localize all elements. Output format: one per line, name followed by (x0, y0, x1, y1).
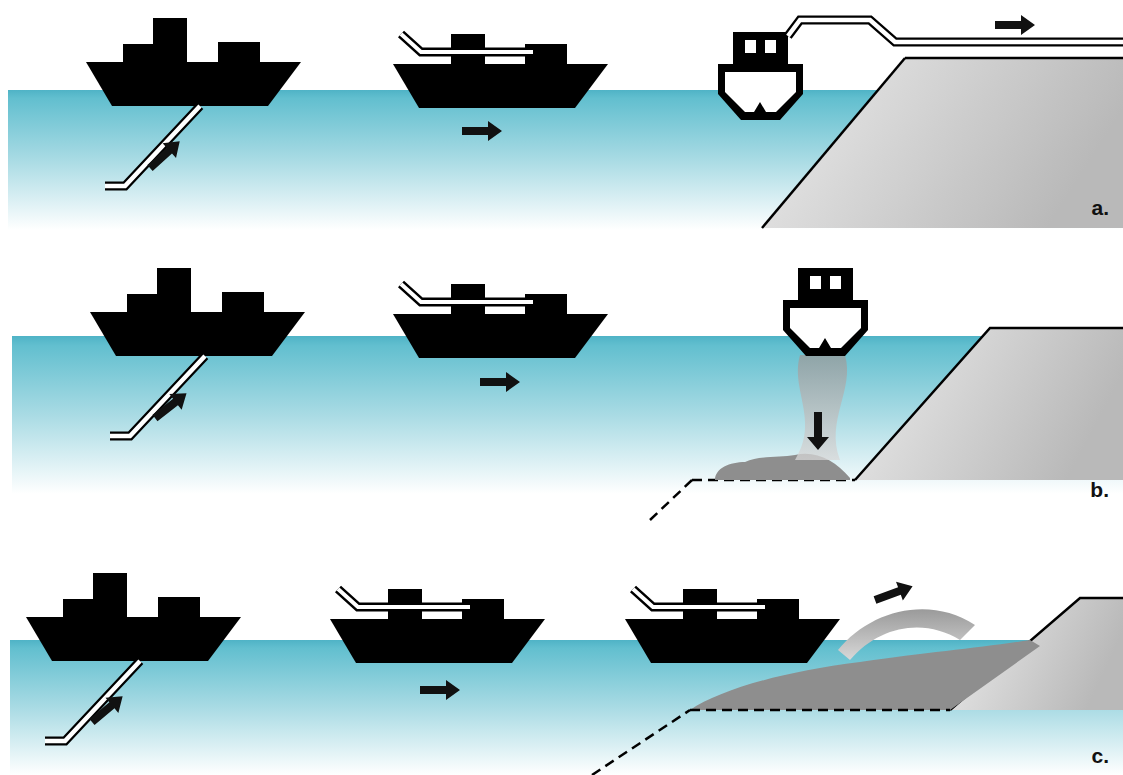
panel-label: b. (1090, 478, 1109, 502)
panel-label: c. (1091, 744, 1109, 768)
panel-label: a. (1091, 196, 1109, 220)
